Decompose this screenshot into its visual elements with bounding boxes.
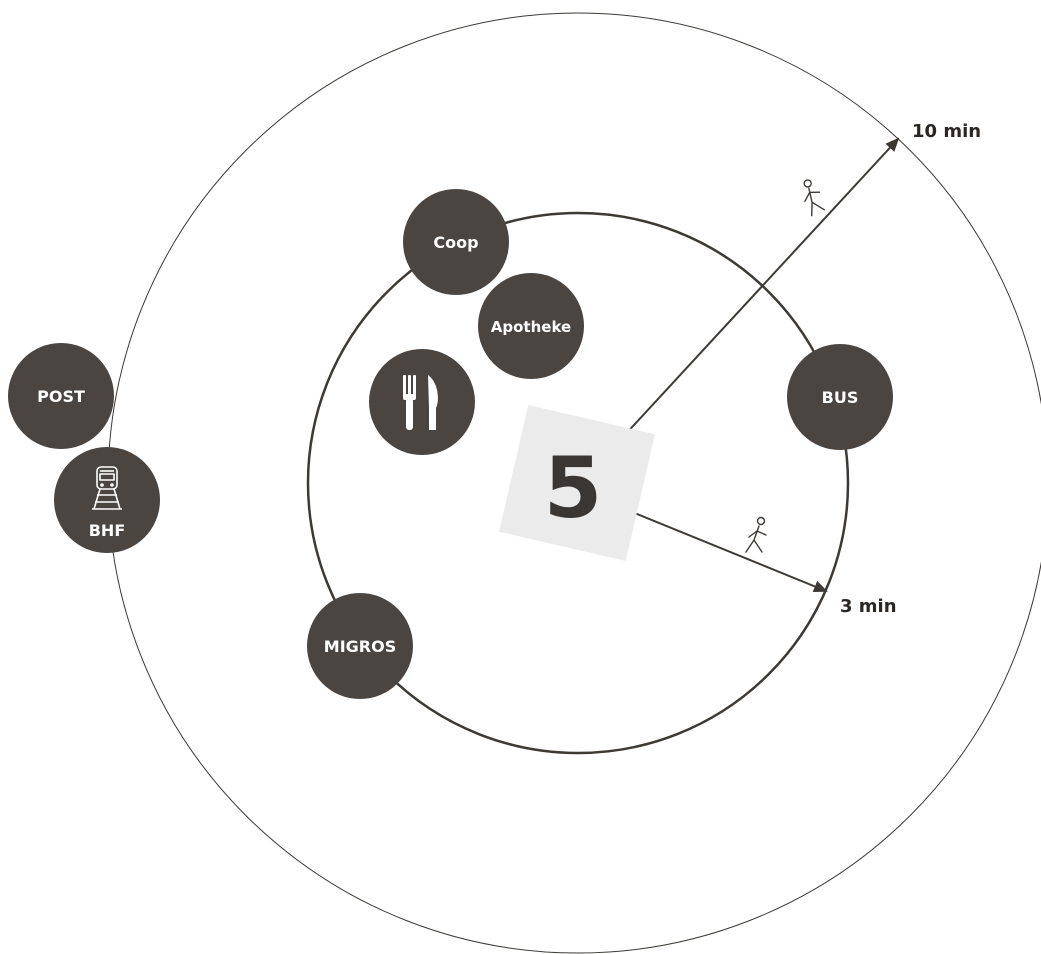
fork-knife-icon xyxy=(403,375,438,430)
poi-coop-circle xyxy=(403,189,509,295)
poi-restaurant[interactable] xyxy=(369,349,475,455)
poi-apotheke-circle xyxy=(478,273,584,379)
center-number: 5 xyxy=(544,439,602,537)
poi-post-label: POST xyxy=(37,387,85,406)
pedestrian-icon xyxy=(803,179,826,217)
center-marker xyxy=(499,405,655,561)
poi-migros-label: MIGROS xyxy=(324,637,396,656)
outer-radius-arrow xyxy=(621,137,900,439)
poi-bus-circle xyxy=(787,344,893,450)
poi-coop[interactable]: Coop xyxy=(403,189,509,295)
poi-bus-label: BUS xyxy=(822,388,859,407)
poi-coop-label: Coop xyxy=(433,233,478,252)
train-icon xyxy=(92,466,122,510)
poi-post-circle xyxy=(8,343,114,449)
poi-apotheke-label: Apotheke xyxy=(491,318,571,336)
poi-bhf-label: BHF xyxy=(89,521,126,540)
poi-migros[interactable]: MIGROS xyxy=(307,593,413,699)
poi-restaurant-circle xyxy=(369,349,475,455)
poi-bus[interactable]: BUS xyxy=(787,344,893,450)
inner-time-label: 3 min xyxy=(840,596,897,617)
inner-radius-arrow xyxy=(631,511,828,593)
poi-post[interactable]: POST xyxy=(8,343,114,449)
pedestrian-icon xyxy=(745,516,767,553)
poi-bhf[interactable]: BHF xyxy=(54,447,160,553)
poi-bhf-circle xyxy=(54,447,160,553)
inner-ring-3-min xyxy=(306,211,850,755)
center-box xyxy=(499,405,655,561)
outer-time-label: 10 min xyxy=(912,121,981,142)
poi-migros-circle xyxy=(307,593,413,699)
poi-apotheke[interactable]: Apotheke xyxy=(478,273,584,379)
